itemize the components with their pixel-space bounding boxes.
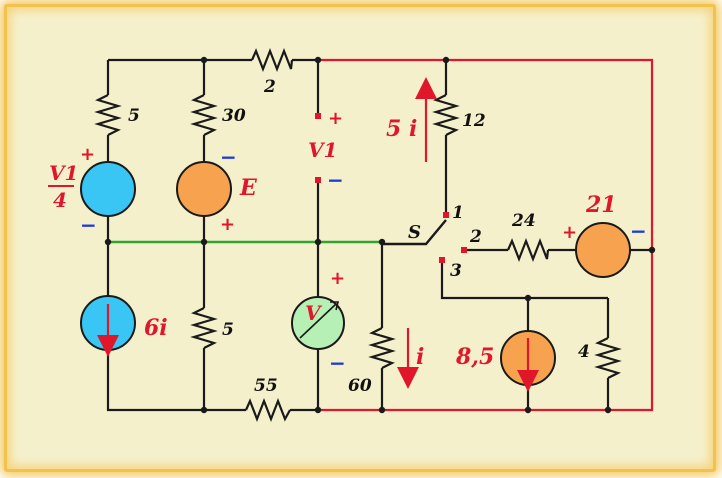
voltage-source-21 <box>575 222 631 278</box>
wires-black <box>106 58 652 412</box>
resistor-55 <box>244 397 291 423</box>
resistor-5-bottom <box>190 307 218 349</box>
resistor-5-top <box>94 94 122 136</box>
label-r-12: 12 <box>462 111 486 131</box>
dependent-voltage-source-v1-4 <box>80 161 136 217</box>
label-21: 21 <box>585 192 617 218</box>
sign-minus-v1-4: − <box>80 213 97 237</box>
wires-red <box>318 58 654 412</box>
resistor-2 <box>250 47 294 73</box>
label-r-2: 2 <box>263 77 276 97</box>
label-6i: 6i <box>144 315 168 341</box>
sign-minus-21: − <box>630 219 647 243</box>
label-switch: S <box>408 222 421 243</box>
label-i: i <box>416 344 424 370</box>
sign-plus-v1: + <box>328 108 343 129</box>
label-e: E <box>239 175 258 201</box>
label-r-24: 24 <box>511 211 536 231</box>
sign-minus-voltmeter: − <box>329 351 346 375</box>
label-r-4: 4 <box>578 342 590 362</box>
resistor-60 <box>368 327 396 369</box>
sign-plus-voltmeter: + <box>330 268 345 289</box>
voltage-source-e <box>176 161 232 217</box>
sign-plus-e: + <box>220 214 235 235</box>
label-v1-over-4-bottom: 4 <box>53 188 67 212</box>
label-r-5-top: 5 <box>128 106 140 126</box>
nodes <box>104 56 656 414</box>
label-v1-over-4-top: V1 <box>49 161 78 185</box>
sign-plus-21: + <box>562 222 577 243</box>
label-v1-measure: V1 <box>308 138 337 162</box>
label-r-5-bottom: 5 <box>222 320 234 340</box>
label-voltmeter: V <box>305 301 323 325</box>
label-r-30: 30 <box>222 106 246 126</box>
label-r-55: 55 <box>254 376 278 396</box>
label-8-5: 8,5 <box>455 344 494 370</box>
resistor-4 <box>594 337 622 379</box>
resistor-30 <box>190 94 218 136</box>
resistor-24 <box>506 237 550 263</box>
resistor-12 <box>432 94 460 136</box>
terminals <box>315 113 467 263</box>
sign-minus-v1: − <box>327 168 344 192</box>
sign-plus-v1-4: + <box>80 144 95 165</box>
voltmeter-needle-icon <box>299 303 337 339</box>
label-r-60: 60 <box>348 376 372 396</box>
label-switch-3: 3 <box>450 261 462 281</box>
label-5i: 5 i <box>386 116 417 142</box>
voltmeter <box>291 296 345 350</box>
label-switch-2: 2 <box>469 227 482 247</box>
label-switch-1: 1 <box>452 203 464 223</box>
sign-minus-e: − <box>220 145 237 169</box>
